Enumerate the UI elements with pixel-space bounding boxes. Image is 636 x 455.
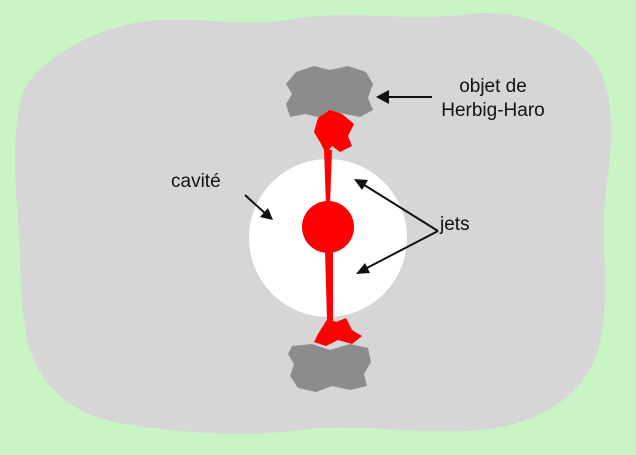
label-cavity: cavité <box>171 170 221 194</box>
label-jets: jets <box>440 213 470 237</box>
hh-object-top <box>286 66 373 118</box>
hh-object-bottom <box>288 344 371 392</box>
label-hh-object-line2: Herbig-Haro <box>428 99 558 123</box>
label-hh-object: objet de Herbig-Haro <box>428 75 558 123</box>
central-star <box>302 201 354 253</box>
label-hh-object-line1: objet de <box>428 75 558 99</box>
